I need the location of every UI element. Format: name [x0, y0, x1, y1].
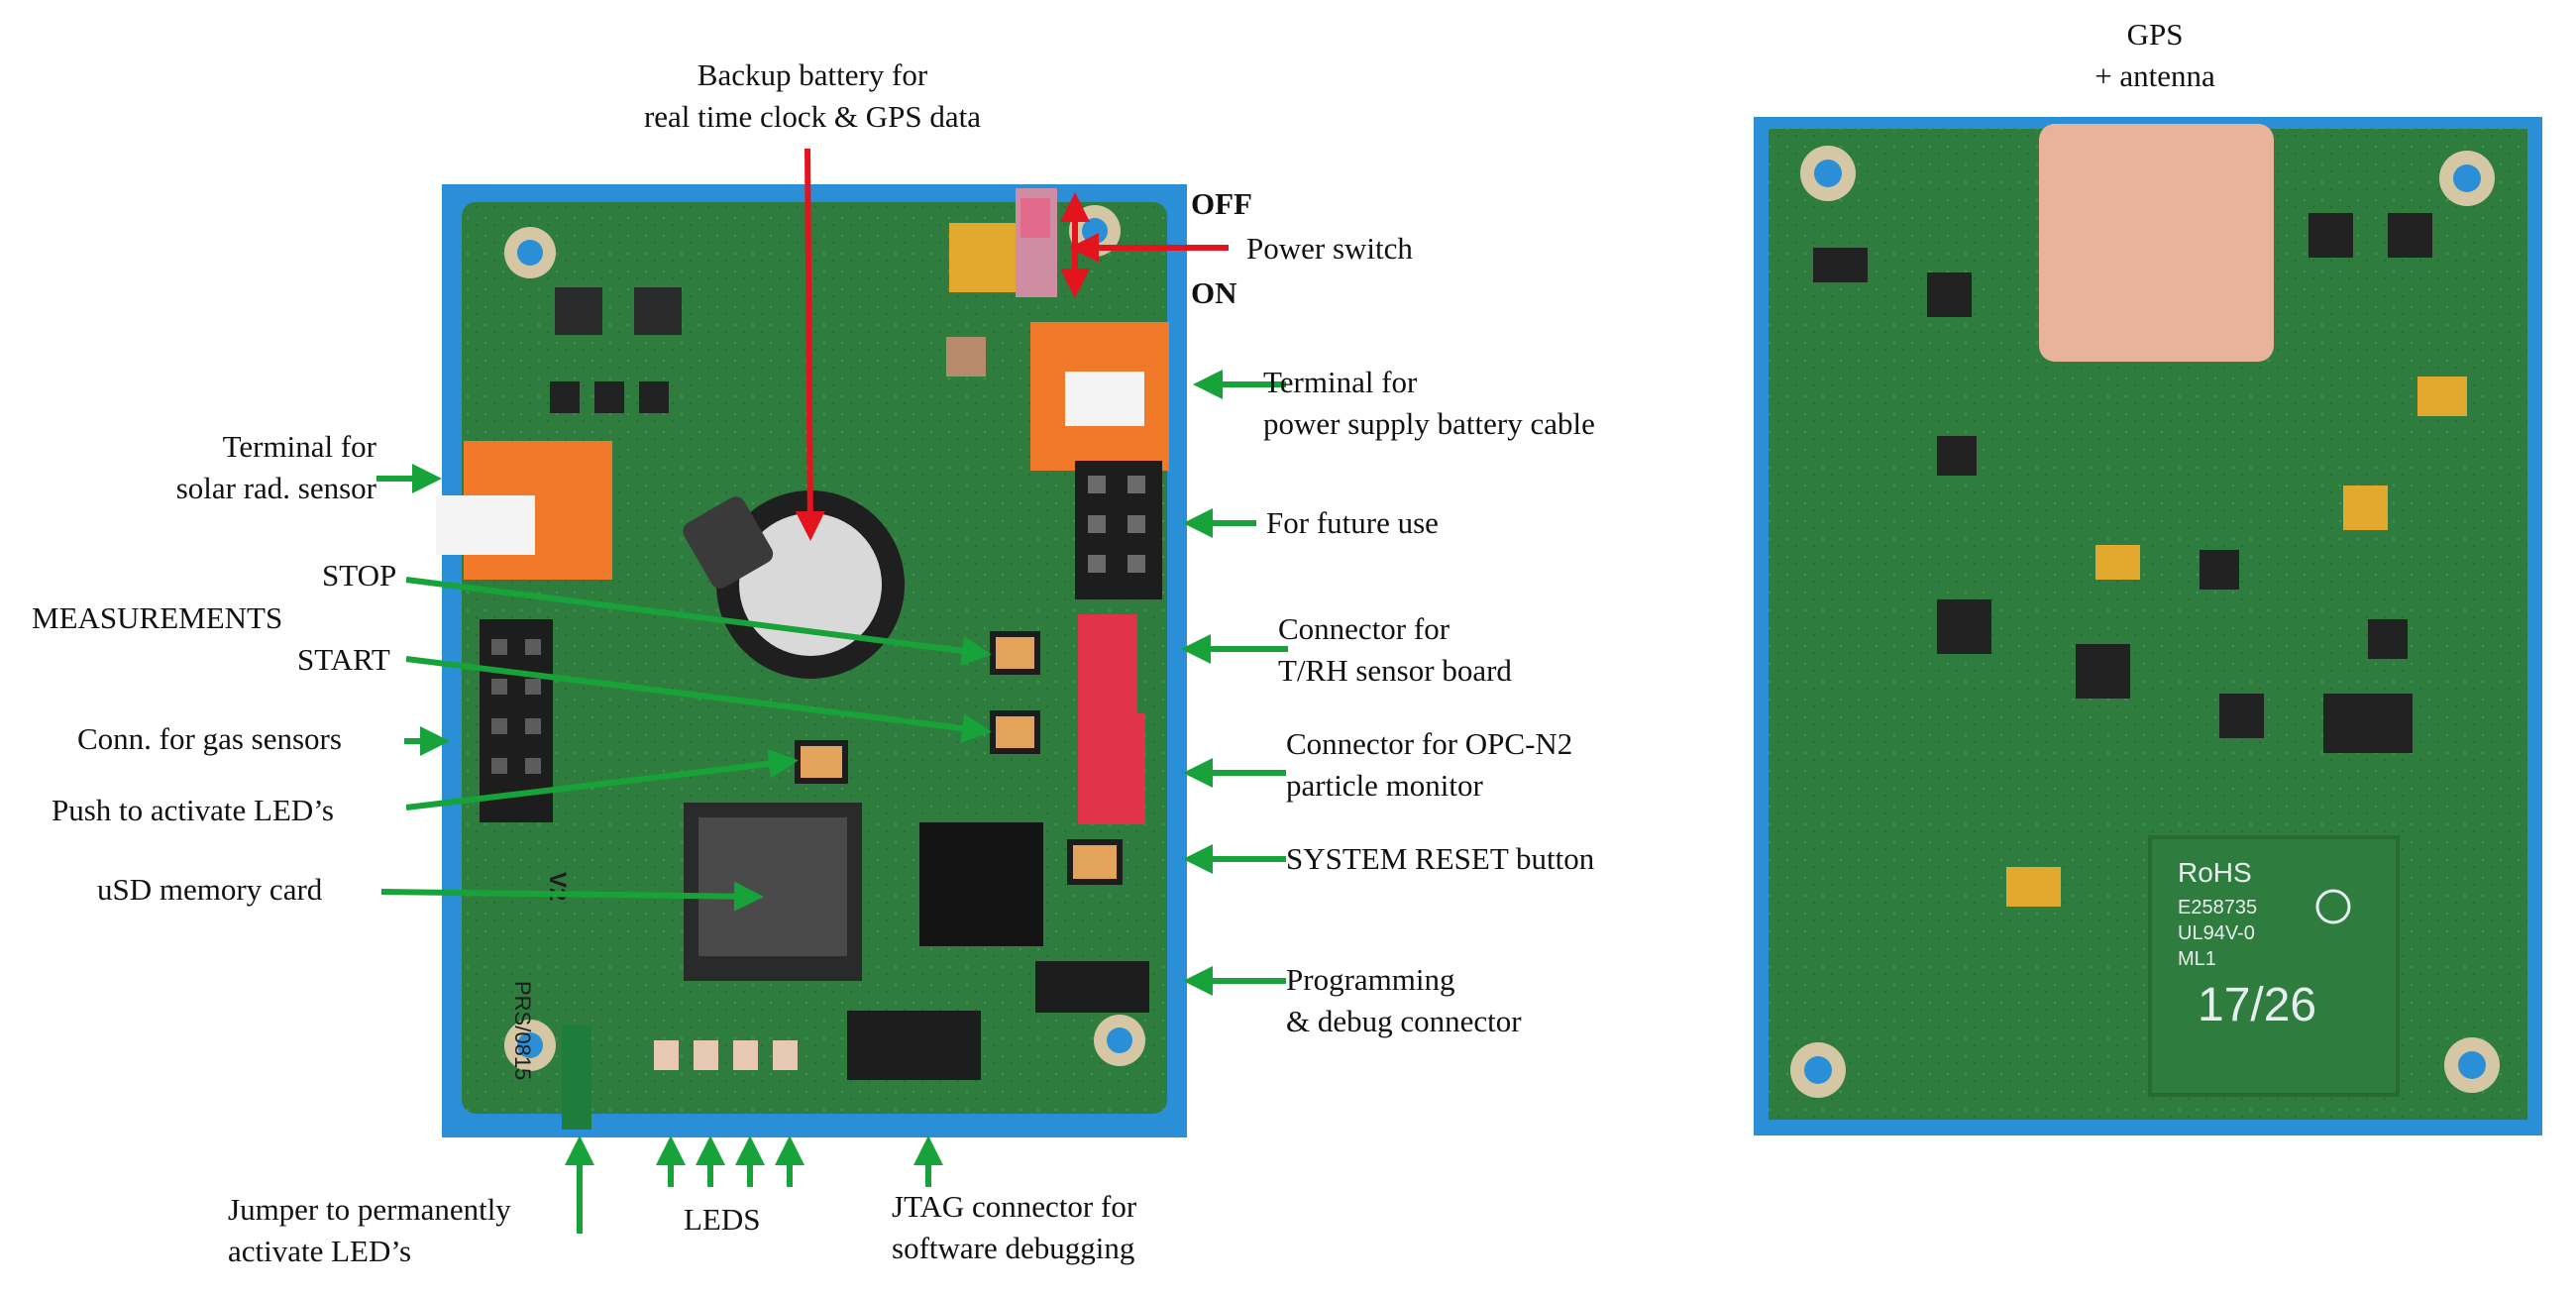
label-future-use: For future use	[1266, 505, 1439, 540]
start-button	[990, 710, 1040, 754]
label-jtag: JTAG connector for software debugging	[892, 1186, 1136, 1269]
label-stop: STOP	[322, 558, 397, 593]
main-board-code: PRS/0815	[510, 981, 535, 1080]
label-usd-card: uSD memory card	[97, 872, 323, 907]
ic-chip	[634, 287, 682, 335]
label-terminal-solar-line2: solar rad. sensor	[175, 471, 376, 505]
arrow-backup-battery	[795, 148, 825, 541]
backup-battery-cell	[739, 513, 882, 656]
label-gps: GPS + antenna	[1982, 14, 2328, 97]
label-push-leds: Push to activate LED’s	[52, 793, 334, 827]
reset-button	[1067, 839, 1123, 885]
battery-clip	[683, 496, 774, 589]
arrow-usd	[380, 881, 764, 912]
gps-component	[1813, 248, 1868, 282]
label-jumper-line2: activate LED’s	[228, 1234, 412, 1268]
label-connector-opc: Connector for OPC-N2 particle monitor	[1286, 723, 1572, 807]
gps-component	[2219, 694, 2264, 738]
label-conn-gas: Conn. for gas sensors	[77, 721, 342, 756]
gps-component	[2388, 213, 2432, 258]
arrow-start	[405, 656, 992, 743]
ic-chip	[639, 381, 669, 413]
power-terminal-slot	[1065, 372, 1144, 426]
opc-connector	[1078, 713, 1145, 824]
label-backup-battery-line1: Backup battery for	[697, 57, 928, 92]
gps-number: 17/26	[2198, 979, 2316, 1031]
label-connector-trh: Connector for T/RH sensor board	[1278, 608, 1512, 692]
microcontroller	[919, 822, 1043, 946]
gps-board: RoHS E258735 UL94V-0 ML1 17/26	[1754, 117, 2542, 1135]
label-backup-battery-line2: real time clock & GPS data	[643, 99, 982, 134]
label-programming-line1: Programming	[1286, 962, 1455, 997]
component	[946, 337, 986, 377]
gps-antenna-module	[2039, 124, 2274, 362]
led-row	[654, 1040, 798, 1070]
stop-button	[990, 631, 1040, 675]
label-backup-battery: Backup battery for real time clock & GPS…	[555, 54, 1070, 138]
tantalum-capacitor	[949, 223, 1017, 292]
gps-mounting-holes	[1790, 146, 2500, 1098]
label-connector-opc-line2: particle monitor	[1286, 768, 1483, 803]
power-switch-lever	[1020, 198, 1050, 238]
label-connector-trh-line2: T/RH sensor board	[1278, 653, 1512, 688]
label-gps-line2: + antenna	[2094, 58, 2215, 93]
label-off: OFF	[1191, 186, 1252, 221]
gps-capacitor	[2006, 867, 2061, 907]
solar-terminal-slot	[436, 495, 535, 555]
label-terminal-power-line2: power supply battery cable	[1263, 406, 1595, 441]
label-terminal-solar-line1: Terminal for	[222, 429, 376, 464]
arrow-stop	[405, 577, 992, 666]
gps-capacitor	[2095, 545, 2140, 580]
gps-component	[2323, 694, 2413, 753]
ic-chip	[594, 381, 624, 413]
gps-code3: ML1	[2178, 948, 2216, 970]
gps-component	[1927, 272, 1972, 317]
label-terminal-solar: Terminal for solar rad. sensor	[89, 426, 376, 509]
label-jtag-line2: software debugging	[892, 1231, 1135, 1265]
label-programming: Programming & debug connector	[1286, 959, 1522, 1042]
programming-connector	[1035, 961, 1149, 1013]
gps-capacitor	[2343, 486, 2388, 530]
arrows	[376, 148, 1288, 1234]
label-terminal-power: Terminal for power supply battery cable	[1263, 362, 1595, 445]
label-programming-line2: & debug connector	[1286, 1004, 1522, 1038]
label-system-reset: SYSTEM RESET button	[1286, 841, 1595, 876]
gps-component	[2368, 619, 2408, 659]
label-measurements: MEASUREMENTS	[32, 600, 283, 635]
arrow-push-leds	[405, 748, 799, 810]
gps-component	[2200, 550, 2239, 590]
label-gps-line1: GPS	[2126, 17, 2184, 52]
label-terminal-power-line1: Terminal for	[1263, 365, 1418, 399]
gps-capacitor	[2417, 377, 2467, 416]
gps-component	[1937, 436, 1977, 476]
label-leds: LEDS	[684, 1202, 761, 1237]
gps-code2: UL94V-0	[2178, 922, 2255, 944]
led-push-button	[795, 740, 848, 784]
label-on: ON	[1191, 275, 1237, 310]
main-board: PRS/0815 V2	[436, 184, 1187, 1137]
label-jumper: Jumper to permanently activate LED’s	[228, 1189, 511, 1272]
label-jtag-line1: JTAG connector for	[892, 1189, 1137, 1224]
label-connector-trh-line1: Connector for	[1278, 611, 1450, 646]
jtag-connector	[847, 1011, 981, 1080]
gps-component	[2308, 213, 2353, 258]
gps-rohs: RoHS	[2178, 857, 2252, 888]
gps-logo	[2315, 889, 2351, 924]
label-start: START	[297, 642, 390, 677]
led-jumper	[562, 1026, 591, 1130]
gps-shield	[2148, 835, 2400, 1097]
label-jumper-line1: Jumper to permanently	[228, 1192, 511, 1227]
gps-component	[1937, 599, 1991, 654]
gps-component	[2076, 644, 2130, 699]
gps-code1: E258735	[2178, 897, 2257, 918]
ic-chip	[550, 381, 580, 413]
label-power-switch: Power switch	[1246, 231, 1413, 266]
usd-card	[698, 817, 847, 956]
ic-chip	[555, 287, 602, 335]
label-connector-opc-line1: Connector for OPC-N2	[1286, 726, 1573, 761]
